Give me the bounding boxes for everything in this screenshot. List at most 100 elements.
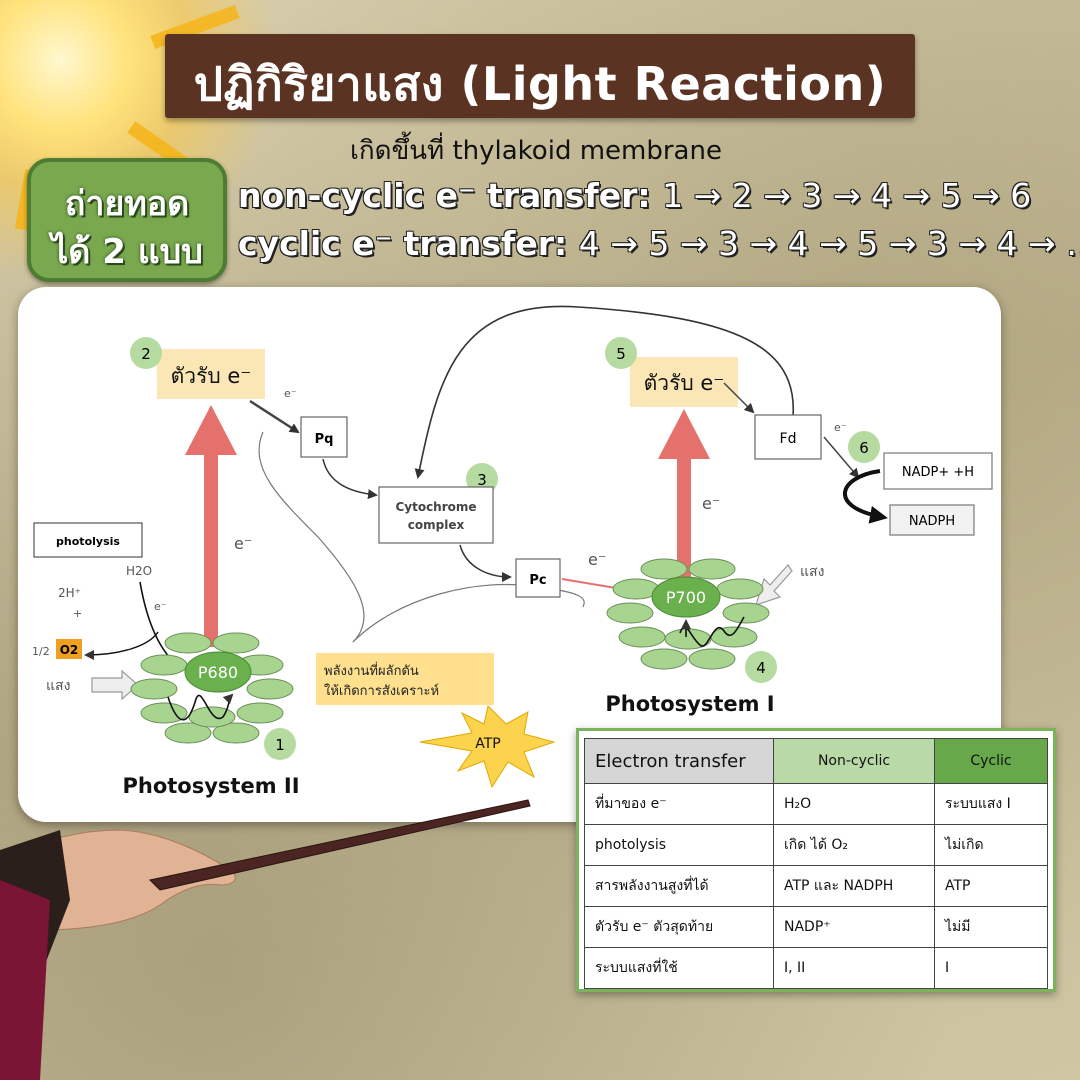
step-1-marker: 1 <box>264 728 296 760</box>
excitation-wave-ps1 <box>679 616 745 647</box>
half-label: 1/2 <box>32 645 50 658</box>
table-header-row: Electron transfer Non-cyclic Cyclic <box>584 738 1048 784</box>
header-cyclic: Cyclic <box>934 738 1048 784</box>
excitation-arrow-head-ps2 <box>185 405 237 455</box>
energy-label-2: ให้เกิดการสังเคราะห์ <box>324 683 439 699</box>
table-row: ที่มาของ e⁻ H₂O ระบบแสง I <box>584 783 1048 825</box>
electron-label: e⁻ <box>702 494 720 513</box>
acceptor-box-ps2 <box>157 349 265 399</box>
excitation-arrow-shaft-ps1 <box>677 457 691 582</box>
step-2-marker: 2 <box>130 337 162 369</box>
table-row: สารพลังงานสูงที่ได้ ATP และ NADPH ATP <box>584 865 1048 907</box>
wand <box>148 799 531 891</box>
fd-label: Fd <box>780 431 797 447</box>
photolysis-box <box>33 522 143 558</box>
photosystem-ii-cluster <box>130 632 294 744</box>
two-h-label: 2H⁺ <box>58 586 81 600</box>
arrow-acceptor-to-pq <box>249 399 300 434</box>
table-row: ตัวรับ e⁻ ตัวสุดท้าย NADP⁺ ไม่มี <box>584 906 1048 948</box>
cyclic-label: cyclic e⁻ transfer: <box>238 224 568 263</box>
arrow-to-o2 <box>84 631 159 660</box>
light-label-ps1: แสง <box>800 564 824 580</box>
nadp-label: NADP+ +H <box>902 465 974 480</box>
step-4-marker: 4 <box>745 651 777 683</box>
cyclic-return-arrow <box>414 305 795 479</box>
arrow-fd-to-nadp <box>823 436 860 479</box>
noncyclic-cell: เกิด ได้ O₂ <box>773 824 935 866</box>
pq-box <box>300 416 348 458</box>
electron-label: e⁻ <box>588 550 606 569</box>
nadp-reduction-arrow <box>843 469 888 524</box>
diagram-panel: ตัวรับ e⁻ ตัวรับ e⁻ 2 3 5 6 1 4 e⁻ e⁻ e⁻… <box>18 287 1001 822</box>
acceptor-label-ps2: ตัวรับ e⁻ <box>171 364 252 388</box>
excitation-arrow-head-ps1 <box>658 409 710 459</box>
nadph-box <box>889 504 975 536</box>
cytochrome-label-1: Cytochrome <box>395 500 476 514</box>
electron-label: e⁻ <box>234 534 252 553</box>
row-label: สารพลังงานสูงที่ได้ <box>584 865 774 907</box>
electron-label: e⁻ <box>154 600 167 613</box>
excitation-arrow-shaft-ps2 <box>204 452 218 647</box>
excitation-wave-ps2 <box>167 693 234 721</box>
electron-label: e⁻ <box>284 387 297 400</box>
noncyclic-pathway: non-cyclic e⁻ transfer: 1 → 2 → 3 → 4 → … <box>238 176 1031 215</box>
photosystem-i-title: Photosystem I <box>605 692 774 716</box>
page-title: ปฏิกิริยาแสง (Light Reaction) <box>193 57 887 111</box>
comparison-table-panel: Electron transfer Non-cyclic Cyclic ที่ม… <box>576 728 1056 992</box>
noncyclic-cell: I, II <box>773 947 935 989</box>
nadp-box <box>883 452 993 490</box>
energy-box <box>316 653 494 705</box>
o2-label: O2 <box>60 643 79 657</box>
acceptor-label-ps1: ตัวรับ e⁻ <box>644 371 725 395</box>
row-label: ระบบแสงที่ใช้ <box>584 947 774 989</box>
photosystem-i-cluster <box>606 558 770 670</box>
page-subtitle: เกิดขึ้นที่ thylakoid membrane <box>350 136 722 166</box>
electron-label: e⁻ <box>834 421 847 434</box>
p680-center <box>184 651 252 693</box>
step-5-marker: 5 <box>605 337 637 369</box>
cyclic-pathway: cyclic e⁻ transfer: 4 → 5 → 3 → 4 → 5 → … <box>238 224 1080 263</box>
membrane-curve <box>352 583 585 643</box>
cyclic-cell: ระบบแสง I <box>934 783 1048 825</box>
arrow-acceptor-to-fd <box>723 382 755 414</box>
noncyclic-label: non-cyclic e⁻ transfer: <box>238 176 651 215</box>
noncyclic-sequence: 1 → 2 → 3 → 4 → 5 → 6 <box>662 176 1032 215</box>
cyclic-cell: ไม่มี <box>934 906 1048 948</box>
light-arrow-ps2 <box>91 669 139 701</box>
comparison-table: Electron transfer Non-cyclic Cyclic ที่ม… <box>584 738 1048 989</box>
svg-text:3: 3 <box>477 471 487 489</box>
robe <box>0 880 50 1080</box>
row-label: ที่มาของ e⁻ <box>584 783 774 825</box>
cyclic-cell: ไม่เกิด <box>934 824 1048 866</box>
o2-box <box>56 639 82 659</box>
pc-box <box>515 558 561 598</box>
svg-text:4: 4 <box>756 659 766 677</box>
plus-label: + <box>73 607 82 620</box>
header-noncyclic: Non-cyclic <box>773 738 935 784</box>
nadph-label: NADPH <box>909 514 955 529</box>
photosystem-ii-title: Photosystem II <box>122 774 299 798</box>
p680-label: P680 <box>198 663 238 682</box>
badge-line-2: ได้ 2 แบบ <box>51 232 203 272</box>
membrane-curve <box>258 431 365 643</box>
light-reaction-diagram: ตัวรับ e⁻ ตัวรับ e⁻ 2 3 5 6 1 4 e⁻ e⁻ e⁻… <box>32 305 993 798</box>
wand-illustration <box>0 799 531 1080</box>
p700-center <box>651 576 721 618</box>
fd-box <box>754 414 822 460</box>
cyclic-cell: ATP <box>934 865 1048 907</box>
svg-text:5: 5 <box>616 345 626 363</box>
svg-text:6: 6 <box>859 439 869 457</box>
cytochrome-label-2: complex <box>408 518 465 532</box>
pc-label: Pc <box>529 573 546 588</box>
header-electron-transfer: Electron transfer <box>584 738 774 784</box>
table-row: ระบบแสงที่ใช้ I, II I <box>584 947 1048 989</box>
atp-burst <box>419 705 556 789</box>
badge-line-1: ถ่ายทอด <box>64 184 190 224</box>
step-6-marker: 6 <box>848 431 880 463</box>
noncyclic-cell: NADP⁺ <box>773 906 935 948</box>
h2o-label: H2O <box>126 564 152 578</box>
pq-label: Pq <box>315 432 334 447</box>
svg-text:2: 2 <box>141 345 151 363</box>
acceptor-box-ps1 <box>630 357 738 407</box>
light-arrow-ps1 <box>755 564 793 606</box>
